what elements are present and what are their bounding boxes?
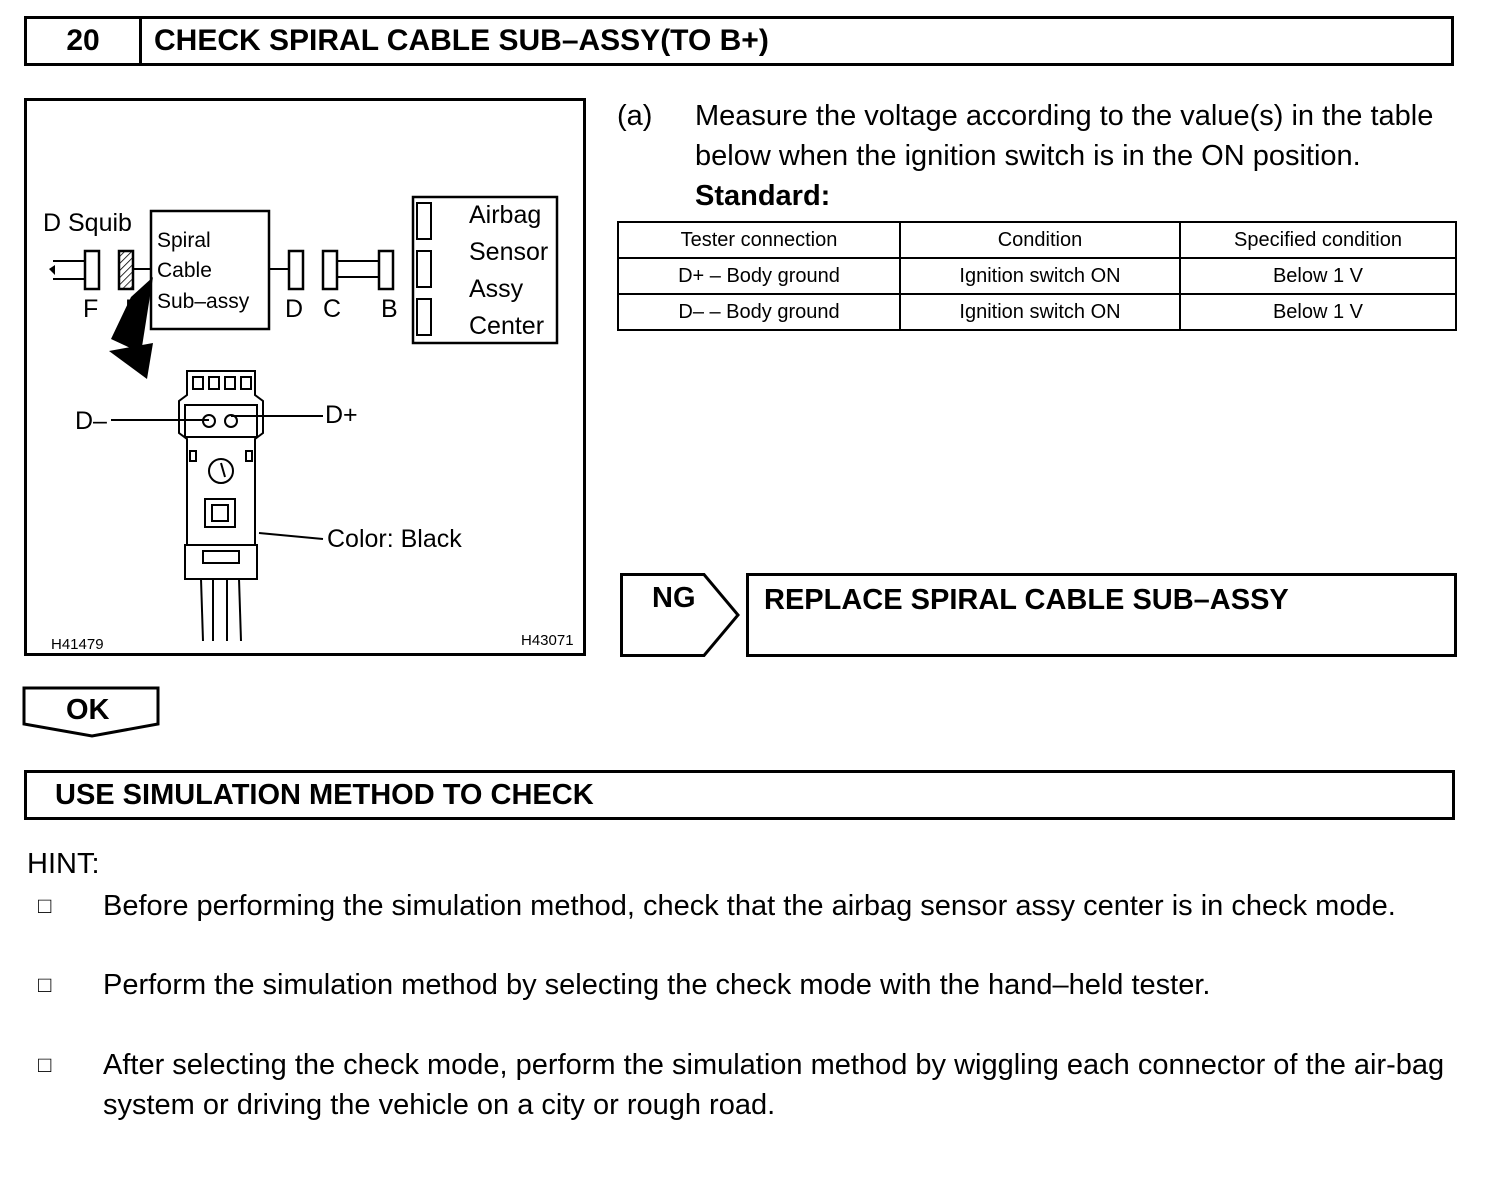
spec-table: Tester connection Condition Specified co… bbox=[617, 221, 1457, 331]
color-leader bbox=[258, 532, 324, 540]
table-cell: Below 1 V bbox=[1179, 257, 1457, 295]
hint-text: After selecting the check mode, perform … bbox=[103, 1049, 1445, 1121]
figure-code-left: H41479 bbox=[51, 636, 104, 653]
table-cell: Below 1 V bbox=[1179, 293, 1457, 331]
instruction-text: Measure the voltage according to the val… bbox=[695, 100, 1434, 172]
table-cell: D+ – Body ground bbox=[617, 257, 901, 295]
hint-text: Before performing the simulation method,… bbox=[103, 890, 1396, 922]
connector-e bbox=[117, 249, 135, 291]
squib-arrowhead bbox=[49, 265, 55, 275]
checkbox-icon: □ bbox=[38, 1052, 52, 1077]
ok-label: OK bbox=[66, 694, 110, 726]
connector-diagram: D Squib F E Spiral Cable Sub–assy D C B … bbox=[24, 98, 586, 656]
spiral-label-1: Spiral bbox=[157, 229, 211, 252]
checkbox-icon: □ bbox=[38, 972, 52, 997]
ng-label: NG bbox=[652, 582, 696, 614]
spiral-label-2: Cable bbox=[157, 259, 212, 282]
instruction-label: (a) bbox=[617, 100, 653, 132]
color-label: Color: Black bbox=[327, 525, 462, 553]
connector-f bbox=[83, 249, 101, 291]
ng-action-box: REPLACE SPIRAL CABLE SUB–ASSY bbox=[746, 573, 1457, 657]
connector-d bbox=[287, 249, 305, 291]
airbag-label-2: Sensor bbox=[469, 238, 548, 266]
ng-arrow-box bbox=[620, 573, 740, 657]
airbag-pin-1 bbox=[416, 202, 432, 240]
pointer-arrow-shaft bbox=[111, 277, 153, 353]
airbag-pin-3 bbox=[416, 298, 432, 336]
step-number: 20 bbox=[27, 19, 142, 63]
connector-b-label: B bbox=[381, 295, 398, 323]
diagram-svg: D Squib F E Spiral Cable Sub–assy D C B … bbox=[43, 195, 574, 653]
next-step-title: USE SIMULATION METHOD TO CHECK bbox=[55, 779, 594, 811]
table-header: Specified condition bbox=[1179, 221, 1457, 259]
table-row: D+ – Body ground Ignition switch ON Belo… bbox=[617, 257, 1457, 295]
spiral-label-3: Sub–assy bbox=[157, 290, 250, 313]
d-minus-label: D– bbox=[75, 407, 107, 435]
d-squib-label: D Squib bbox=[43, 209, 132, 237]
step-header: 20 CHECK SPIRAL CABLE SUB–ASSY(TO B+) bbox=[24, 16, 1454, 66]
pointer-arrow-head bbox=[109, 343, 153, 379]
table-cell: D– – Body ground bbox=[617, 293, 901, 331]
ng-action-text: REPLACE SPIRAL CABLE SUB–ASSY bbox=[764, 584, 1289, 616]
standard-label: Standard: bbox=[695, 180, 831, 212]
connector-f-label: F bbox=[83, 295, 98, 323]
spiral-cable-box bbox=[149, 209, 271, 331]
connector-b bbox=[377, 249, 395, 291]
ok-tab bbox=[22, 686, 160, 738]
airbag-sensor-box bbox=[411, 195, 559, 345]
hint-text: Perform the simulation method by selecti… bbox=[103, 969, 1211, 1001]
airbag-pin-2 bbox=[416, 250, 432, 288]
figure-code-right: H43071 bbox=[521, 632, 574, 649]
table-header: Condition bbox=[899, 221, 1181, 259]
airbag-label-3: Assy bbox=[469, 275, 524, 303]
table-cell: Ignition switch ON bbox=[899, 293, 1181, 331]
hint-title: HINT: bbox=[27, 848, 100, 880]
table-cell: Ignition switch ON bbox=[899, 257, 1181, 295]
table-header-row: Tester connection Condition Specified co… bbox=[617, 221, 1457, 259]
table-row: D– – Body ground Ignition switch ON Belo… bbox=[617, 293, 1457, 331]
connector-detail bbox=[178, 370, 264, 642]
connector-d-label: D bbox=[285, 295, 303, 323]
checkbox-icon: □ bbox=[38, 893, 52, 918]
connector-c bbox=[321, 249, 339, 291]
step-title: CHECK SPIRAL CABLE SUB–ASSY(TO B+) bbox=[154, 24, 769, 57]
d-plus-label: D+ bbox=[325, 401, 358, 429]
airbag-label-4: Center bbox=[469, 312, 544, 340]
next-step-bar: USE SIMULATION METHOD TO CHECK bbox=[24, 770, 1455, 820]
airbag-label-1: Airbag bbox=[469, 201, 541, 229]
connector-c-label: C bbox=[323, 295, 341, 323]
table-header: Tester connection bbox=[617, 221, 901, 259]
